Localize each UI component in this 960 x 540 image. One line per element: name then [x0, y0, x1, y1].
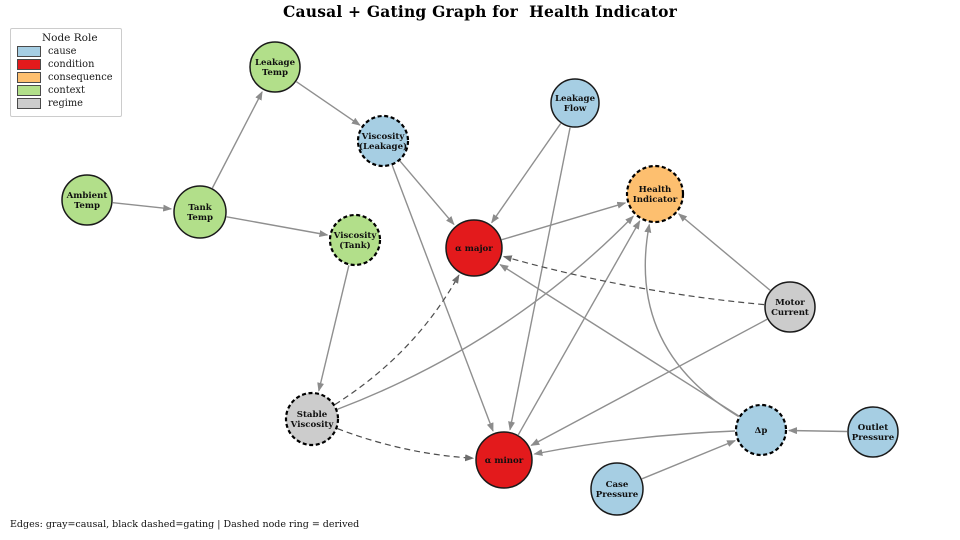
legend-swatch-condition [17, 59, 41, 70]
legend-swatch-context [17, 85, 41, 96]
node-circle-derived [328, 213, 382, 267]
edge-causal-viscosity_leakage-to-alpha_minor [391, 165, 494, 432]
node-alpha_minor: α minor [475, 431, 533, 489]
legend-swatch-consequence [17, 72, 41, 83]
node-circle [445, 219, 503, 277]
edge-causal-case_pressure-to-delta_p [641, 439, 737, 480]
legend-item-context: context [17, 85, 113, 96]
node-circle [61, 174, 113, 226]
node-circle [847, 406, 899, 458]
edge-causal-tank_temp-to-viscosity_tank [226, 216, 329, 238]
edge-causal-viscosity_tank-to-stable_viscosity [317, 265, 350, 392]
node-circle [475, 431, 533, 489]
node-circle [249, 41, 301, 93]
node-viscosity_tank: Viscosity(Tank) [328, 213, 382, 267]
legend-label: context [48, 85, 85, 96]
node-circle [764, 281, 816, 333]
edge-gating-motor_current-to-alpha_major [502, 255, 765, 306]
node-circle-derived [284, 391, 340, 447]
edge-causal-ambient_temp-to-tank_temp [112, 202, 173, 212]
legend-node-role: Node Role cause condition consequence conte… [10, 28, 122, 117]
legend-label: regime [48, 98, 83, 109]
legend-item-consequence: consequence [17, 72, 113, 83]
legend-item-condition: condition [17, 59, 113, 70]
edge-causal-delta_p-to-alpha_major [499, 264, 740, 417]
legend-items: cause condition consequence context regime [17, 46, 113, 109]
node-viscosity_leakage: Viscosity(Leakage) [356, 114, 410, 168]
figure-title: Causal + Gating Graph for Health Indicat… [282, 2, 678, 21]
edge-gating-stable_viscosity-to-alpha_major [334, 274, 460, 406]
legend-label: consequence [48, 72, 113, 83]
node-alpha_major: α major [445, 219, 503, 277]
legend-label: condition [48, 59, 95, 70]
node-circle [550, 78, 600, 128]
edge-causal-stable_viscosity-to-health_indicator [336, 215, 634, 411]
edge-causal-motor_current-to-alpha_minor [530, 318, 768, 447]
edge-causal-delta_p-to-alpha_minor [533, 430, 736, 456]
edge-causal-motor_current-to-health_indicator [678, 213, 771, 291]
edge-causal-leakage_temp-to-viscosity_leakage [296, 81, 361, 126]
edge-causal-alpha_minor-to-health_indicator [517, 220, 641, 436]
edge-causal-viscosity_leakage-to-alpha_major [399, 160, 455, 226]
legend-swatch-regime [17, 98, 41, 109]
legend-label: cause [48, 46, 77, 57]
node-circle [173, 185, 227, 239]
node-circle-derived [734, 403, 788, 457]
legend-title: Node Role [41, 32, 98, 44]
node-circle [590, 462, 644, 516]
edge-key-caption: Edges: gray=causal, black dashed=gating … [10, 519, 360, 530]
edge-causal-alpha_major-to-health_indicator [501, 201, 627, 241]
node-delta_p: Δp [734, 403, 788, 457]
legend-swatch-cause [17, 46, 41, 57]
edge-causal-delta_p-to-health_indicator [644, 223, 740, 418]
node-circle-derived [356, 114, 410, 168]
edge-causal-leakage_flow-to-alpha_major [491, 123, 562, 224]
edge-causal-leakage_flow-to-alpha_minor [508, 127, 571, 431]
legend-item-cause: cause [17, 46, 113, 57]
legend-item-regime: regime [17, 98, 113, 109]
edge-causal-outlet_pressure-to-delta_p [788, 427, 848, 435]
node-circle-derived [625, 164, 685, 224]
edge-causal-tank_temp-to-leakage_temp [211, 91, 263, 189]
edge-gating-stable_viscosity-to-alpha_minor [337, 428, 475, 462]
edge-layer [112, 81, 848, 480]
